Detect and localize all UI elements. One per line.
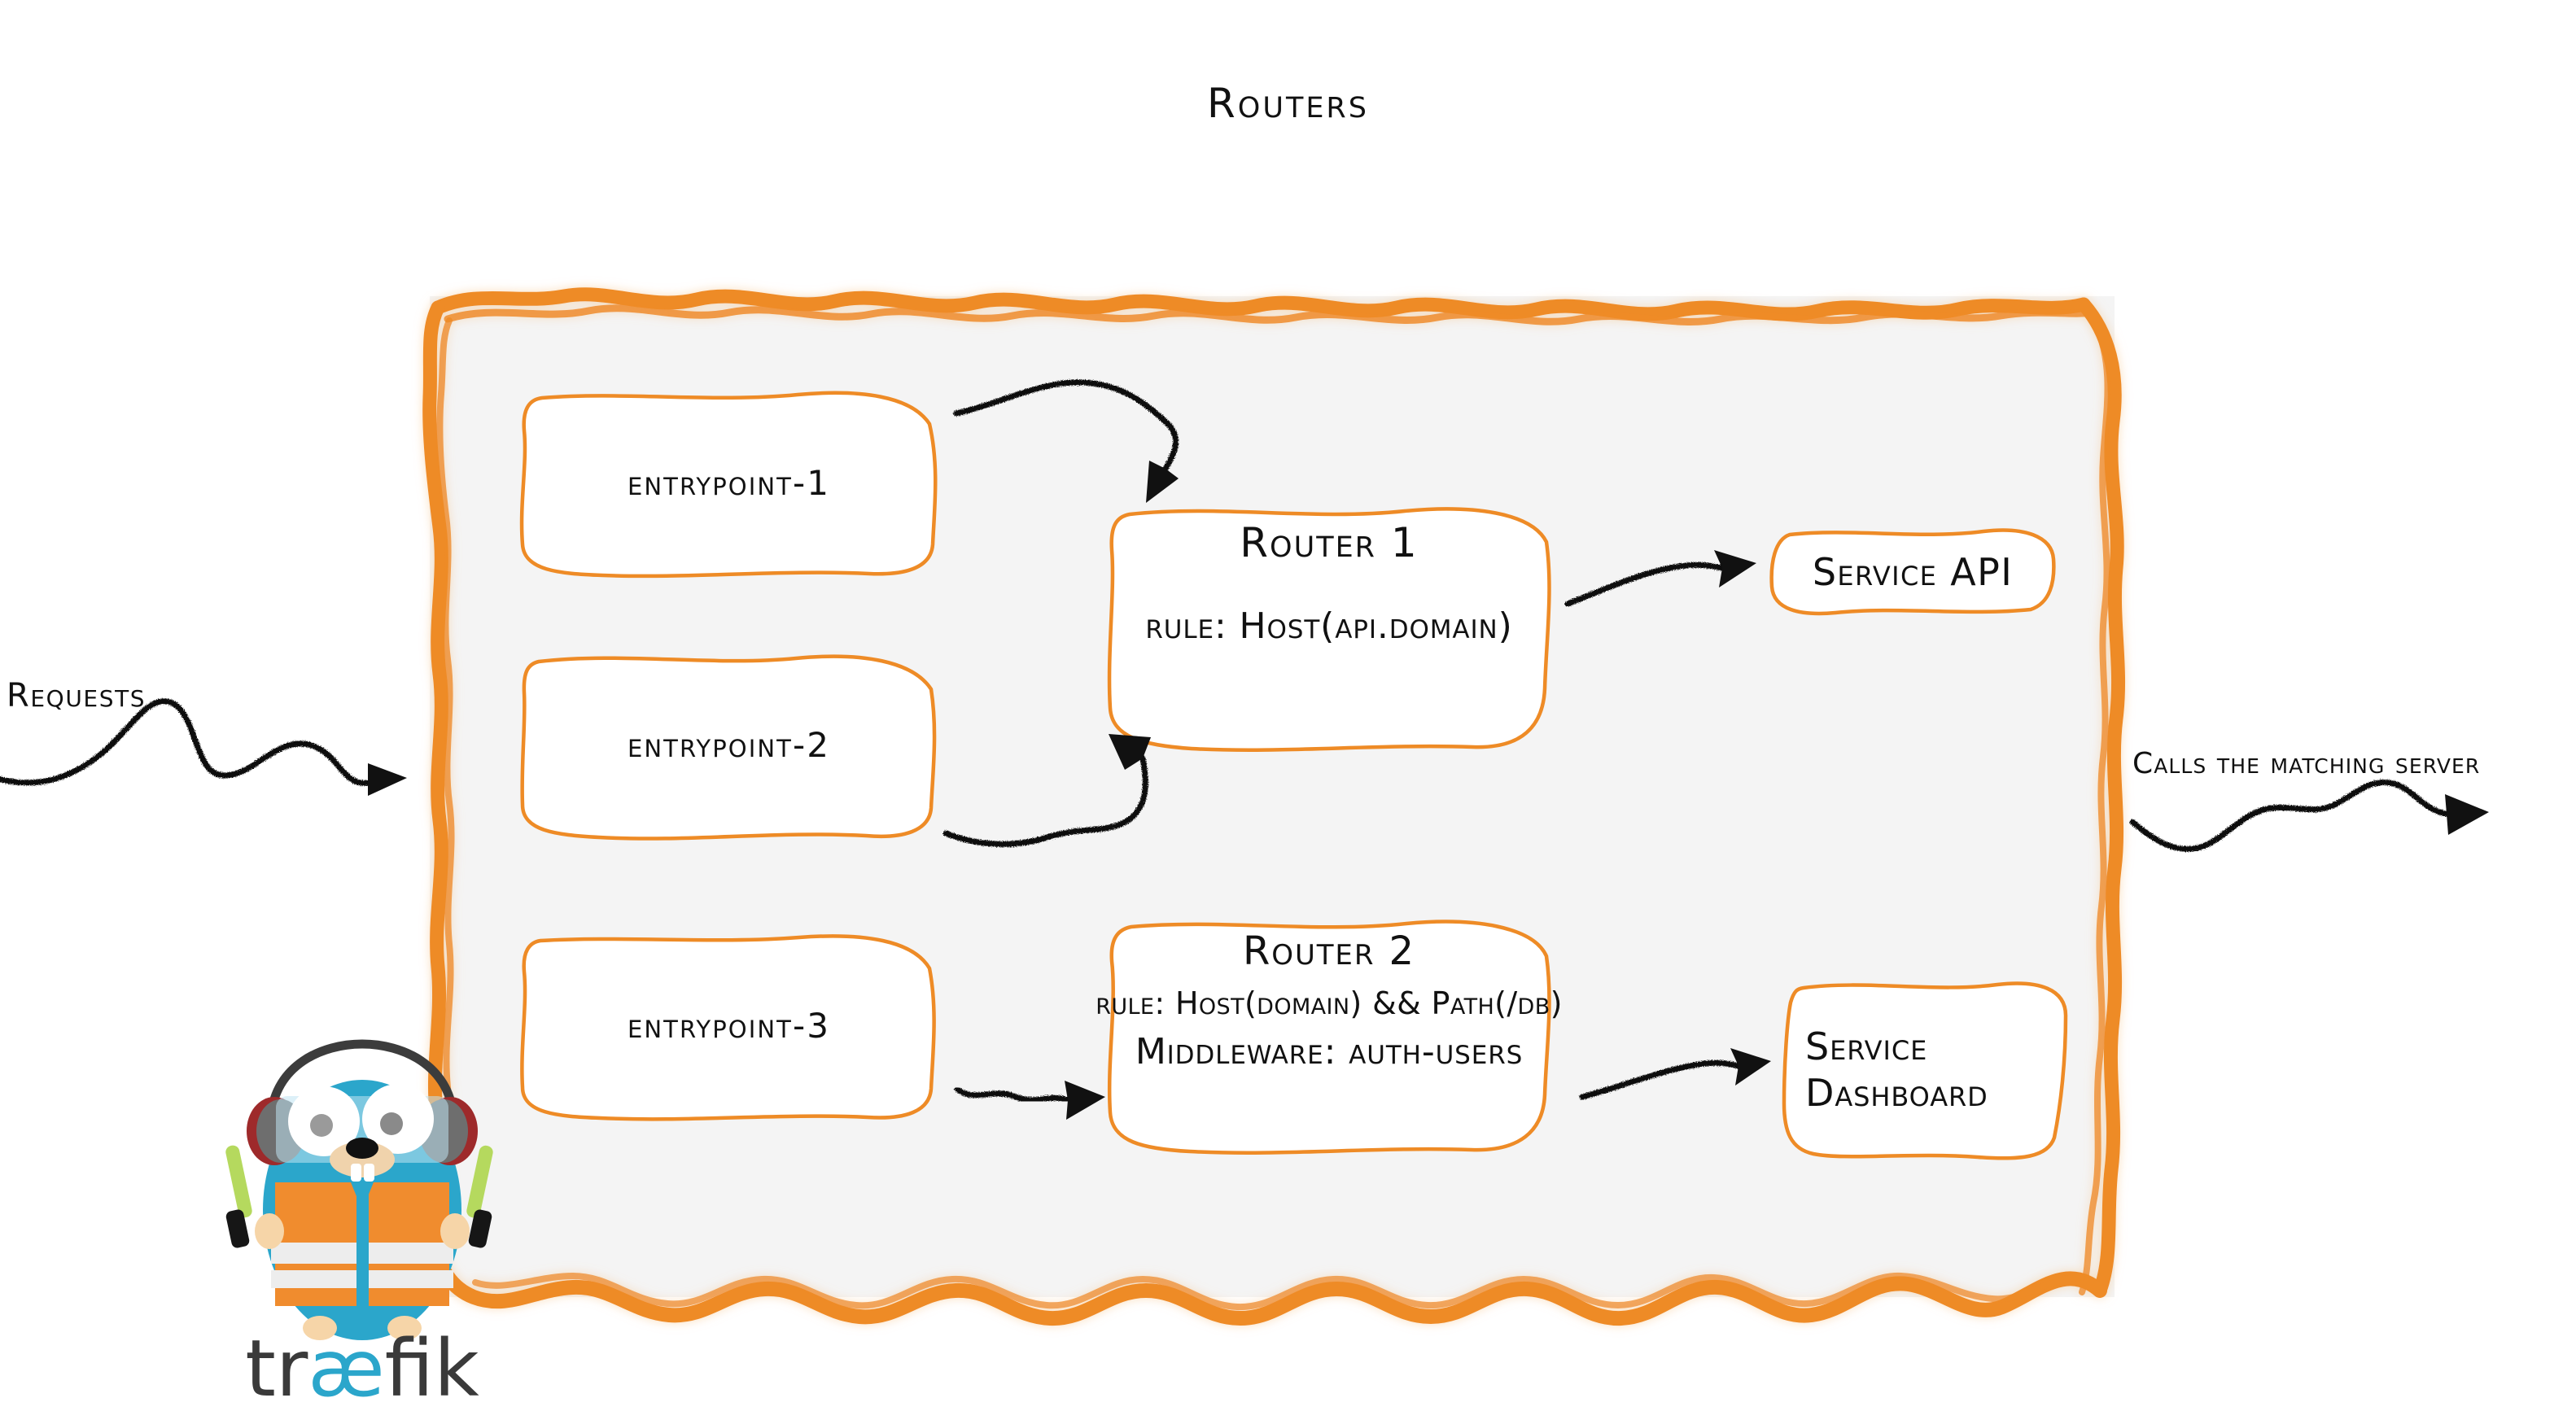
service-api-border <box>1769 528 2056 616</box>
requests-label: Requests <box>7 677 147 714</box>
entrypoint-3-border <box>520 934 936 1121</box>
marshalling-wand-right <box>466 1145 493 1248</box>
gopher-eye-right <box>362 1084 434 1154</box>
service-dashboard-box[interactable]: Service Dashboard <box>1774 976 2075 1164</box>
requests-arrow <box>0 698 407 796</box>
service-dashboard-line2: Dashboard <box>1805 1071 1988 1115</box>
gopher-eye-left <box>288 1086 360 1156</box>
router-2-rule: rule: Host(domain) && Path(/db) <box>1096 985 1563 1021</box>
router-2-title: Router 2 <box>1242 928 1416 974</box>
entrypoint-2-box[interactable]: entrypoint-2 <box>511 647 947 842</box>
traefik-wordmark: træfik <box>245 1323 479 1411</box>
gopher-snout <box>330 1142 395 1177</box>
gopher-hand-right <box>440 1213 470 1249</box>
router-2-middleware: Middleware: auth-users <box>1135 1031 1524 1072</box>
router-1-border <box>1107 507 1551 752</box>
service-dashboard-border <box>1782 981 2068 1160</box>
calls-arrow <box>2129 779 2489 852</box>
service-dashboard-line1: Service <box>1805 1024 1928 1068</box>
entrypoint-3-box[interactable]: entrypoint-3 <box>511 928 947 1123</box>
gopher-foot-right <box>387 1316 422 1340</box>
entrypoint-3-label: entrypoint-3 <box>627 1005 831 1046</box>
router-1-box[interactable]: Router 1 rule: Host(api.domain) <box>1097 500 1561 760</box>
gopher-foot-left <box>303 1316 337 1340</box>
router-1-title: Router 1 <box>1240 519 1419 566</box>
traefik-logo: træfik <box>224 1038 501 1411</box>
gopher-tooth-left <box>351 1164 361 1182</box>
safety-vest <box>271 1182 453 1306</box>
container-sketch-border <box>422 287 2126 1326</box>
service-api-label: Service API <box>1812 549 2014 594</box>
service-api-box[interactable]: Service API <box>1762 525 2063 618</box>
page-title: Routers <box>1207 80 1369 127</box>
router-2-box[interactable]: Router 2 rule: Host(domain) && Path(/db)… <box>1096 914 1563 1162</box>
router-2-border <box>1107 920 1551 1155</box>
headphone-band <box>266 1039 458 1120</box>
router-1-rule: rule: Host(api.domain) <box>1145 605 1513 647</box>
entrypoint-1-box[interactable]: entrypoint-1 <box>511 385 947 580</box>
entrypoint-2-label: entrypoint-2 <box>627 724 831 765</box>
entrypoint-1-label: entrypoint-1 <box>627 462 831 503</box>
gopher-tooth-right <box>364 1164 374 1182</box>
gopher-nose <box>346 1138 378 1159</box>
entrypoint-1-border <box>519 391 938 579</box>
traefik-mascot-and-wordmark: træfik <box>225 1039 493 1411</box>
calls-the-matching-server-label: Calls the matching server <box>2132 747 2481 780</box>
marshalling-wand-left <box>225 1145 252 1248</box>
gopher-hand-left <box>255 1213 284 1249</box>
entrypoint-2-border <box>520 654 937 841</box>
